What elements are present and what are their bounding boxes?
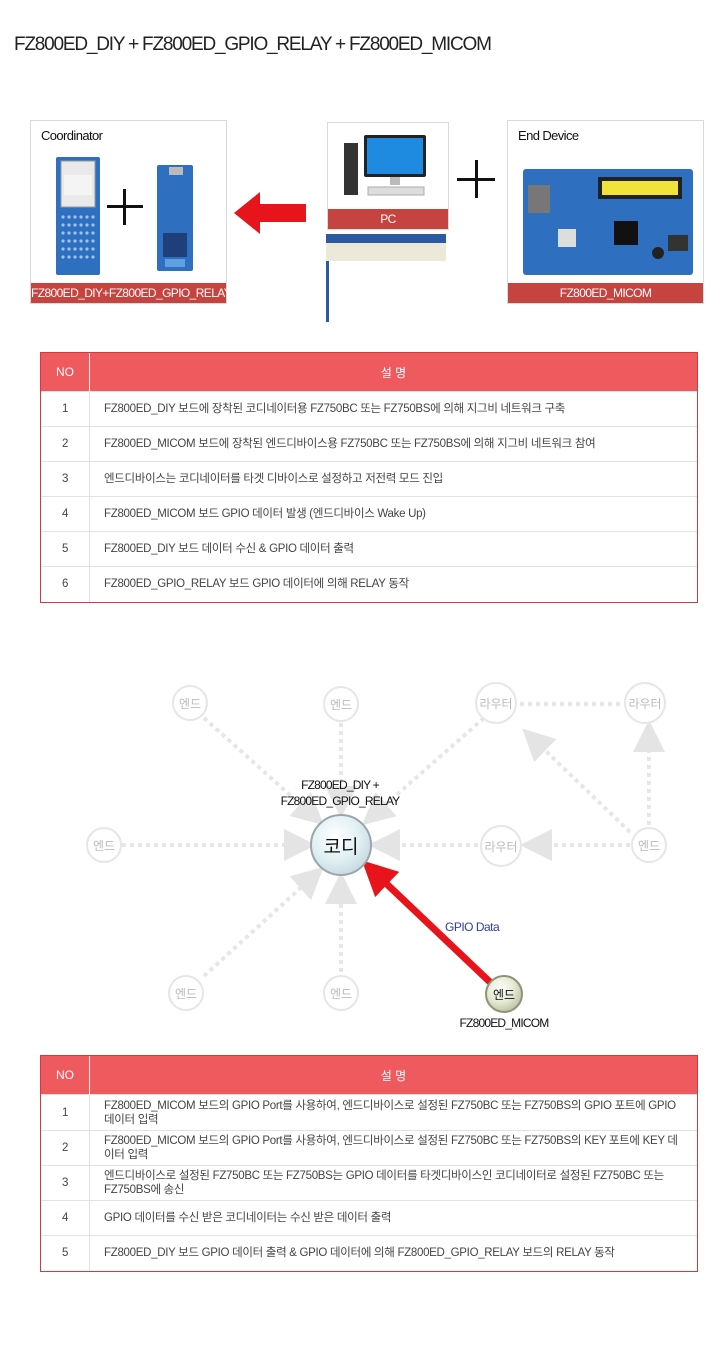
table-row: 5 FZ800ED_DIY 보드 데이터 수신 & GPIO 데이터 출력 [41,532,697,567]
row-number: 4 [41,497,90,532]
row-number: 3 [41,1166,90,1201]
coordinator-node-label-line1: FZ800ED_DIY + [280,778,400,792]
router-node: 라우터 [475,682,517,724]
table2-header-no: NO [41,1056,90,1095]
coordinator-label: Coordinator [41,128,102,143]
end-device-panel: End Device FZ800ED_MICOM [507,120,704,304]
row-number: 5 [41,532,90,567]
row-description: FZ800ED_DIY 보드에 장착된 코디네이터용 FZ750BC 또는 FZ… [90,392,698,427]
table-row: 1 FZ800ED_DIY 보드에 장착된 코디네이터용 FZ750BC 또는 … [41,392,697,427]
end-node: 엔드 [172,685,208,721]
coordinator-boards-image [31,147,226,297]
row-description: FZ800ED_MICOM 보드의 GPIO Port를 사용하여, 엔드디바이… [90,1131,698,1166]
row-number: 6 [41,567,90,602]
table1-header-no: NO [41,353,90,392]
description-table-1: NO 설 명 1 FZ800ED_DIY 보드에 장착된 코디네이터용 FZ75… [40,352,698,603]
table-row: 1 FZ800ED_MICOM 보드의 GPIO Port를 사용하여, 엔드디… [41,1095,697,1131]
end-node: 엔드 [631,827,667,863]
end-node: 엔드 [86,827,122,863]
arrow-left-icon [234,190,314,236]
router-node: 라우터 [624,682,666,724]
row-number: 1 [41,1095,90,1131]
row-description: FZ800ED_GPIO_RELAY 보드 GPIO 데이터에 의해 RELAY… [90,567,698,602]
row-description: 엔드디바이스로 설정된 FZ750BC 또는 FZ750BS는 GPIO 데이터… [90,1166,698,1201]
micom-node-label: FZ800ED_MICOM [444,1016,564,1030]
table-row: 6 FZ800ED_GPIO_RELAY 보드 GPIO 데이터에 의해 REL… [41,567,697,602]
pc-icon [328,127,448,211]
table-row: 2 FZ800ED_MICOM 보드에 장착된 엔드디바이스용 FZ750BC … [41,427,697,462]
row-number: 2 [41,427,90,462]
table-row: 3 엔드디바이스로 설정된 FZ750BC 또는 FZ750BS는 GPIO 데… [41,1166,697,1201]
gpio-data-label: GPIO Data [445,920,499,934]
pc-panel: PC [327,122,449,230]
table-row: 3 엔드디바이스는 코디네이터를 타겟 디바이스로 설정하고 저전력 모드 진입 [41,462,697,497]
row-description: FZ800ED_DIY 보드 데이터 수신 & GPIO 데이터 출력 [90,532,698,567]
terminal-window-image [326,234,446,322]
row-description: GPIO 데이터를 수신 받은 코디네이터는 수신 받은 데이터 출력 [90,1201,698,1236]
table-row: 2 FZ800ED_MICOM 보드의 GPIO Port를 사용하여, 엔드디… [41,1131,697,1166]
row-number: 1 [41,392,90,427]
row-number: 4 [41,1201,90,1236]
table1-header-desc: 설 명 [90,353,698,392]
description-table-2: NO 설 명 1 FZ800ED_MICOM 보드의 GPIO Port를 사용… [40,1055,698,1272]
router-node: 라우터 [480,825,522,867]
pc-caption: PC [328,209,448,229]
row-number: 3 [41,462,90,497]
row-number: 5 [41,1236,90,1271]
row-description: FZ800ED_MICOM 보드 GPIO 데이터 발생 (엔드디바이스 Wak… [90,497,698,532]
coordinator-node: 코디 [310,814,372,876]
end-device-label: End Device [518,128,578,143]
row-description: FZ800ED_DIY 보드 GPIO 데이터 출력 & GPIO 데이터에 의… [90,1236,698,1271]
end-node: 엔드 [323,975,359,1011]
table-row: 5 FZ800ED_DIY 보드 GPIO 데이터 출력 & GPIO 데이터에… [41,1236,697,1271]
row-description: FZ800ED_MICOM 보드에 장착된 엔드디바이스용 FZ750BC 또는… [90,427,698,462]
end-device-caption: FZ800ED_MICOM [508,283,703,303]
plus-icon [457,160,497,200]
end-node: 엔드 [323,686,359,722]
table2-header-desc: 설 명 [90,1056,698,1095]
end-node: 엔드 [168,975,204,1011]
coordinator-caption: FZ800ED_DIY+FZ800ED_GPIO_RELAY [31,283,226,303]
table-row: 4 FZ800ED_MICOM 보드 GPIO 데이터 발생 (엔드디바이스 W… [41,497,697,532]
micom-board-image [508,143,703,293]
row-description: 엔드디바이스는 코디네이터를 타겟 디바이스로 설정하고 저전력 모드 진입 [90,462,698,497]
row-description: FZ800ED_MICOM 보드의 GPIO Port를 사용하여, 엔드디바이… [90,1095,698,1131]
table-row: 4 GPIO 데이터를 수신 받은 코디네이터는 수신 받은 데이터 출력 [41,1201,697,1236]
page-title: FZ800ED_DIY + FZ800ED_GPIO_RELAY + FZ800… [14,34,491,56]
row-number: 2 [41,1131,90,1166]
micom-end-node: 엔드 [485,975,523,1013]
coordinator-node-label-line2: FZ800ED_GPIO_RELAY [270,794,410,808]
coordinator-panel: Coordinator FZ800ED_DIY+FZ800ED_GPIO_REL… [30,120,227,304]
